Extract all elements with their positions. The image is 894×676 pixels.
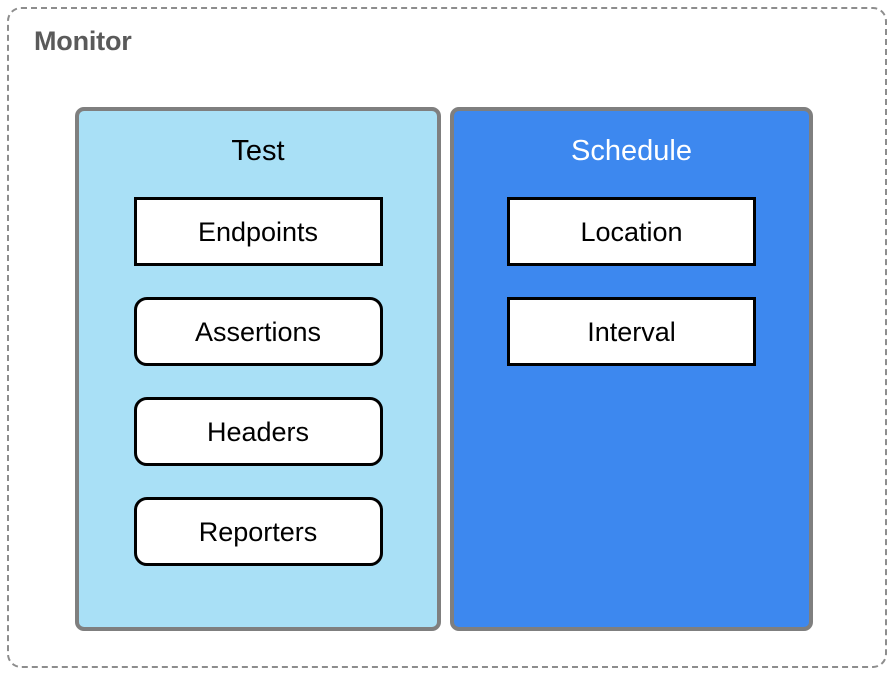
panel-test[interactable]: Test Endpoints Assertions Headers Report… — [75, 107, 441, 631]
panel-title-schedule: Schedule — [571, 135, 692, 167]
node-list-schedule: Location Interval — [454, 197, 809, 366]
panel-row: Test Endpoints Assertions Headers Report… — [75, 107, 813, 631]
node-headers[interactable]: Headers — [133, 397, 383, 466]
node-reporters[interactable]: Reporters — [133, 497, 383, 566]
node-list-test: Endpoints Assertions Headers Reporters — [79, 197, 437, 566]
panel-schedule[interactable]: Schedule Location Interval — [450, 107, 813, 631]
node-endpoints[interactable]: Endpoints — [133, 197, 383, 266]
node-location[interactable]: Location — [507, 197, 756, 266]
page-title: Monitor — [34, 26, 132, 56]
node-assertions[interactable]: Assertions — [133, 297, 383, 366]
panel-title-test: Test — [231, 135, 285, 167]
node-interval[interactable]: Interval — [507, 297, 756, 366]
monitor-frame — [7, 7, 887, 668]
